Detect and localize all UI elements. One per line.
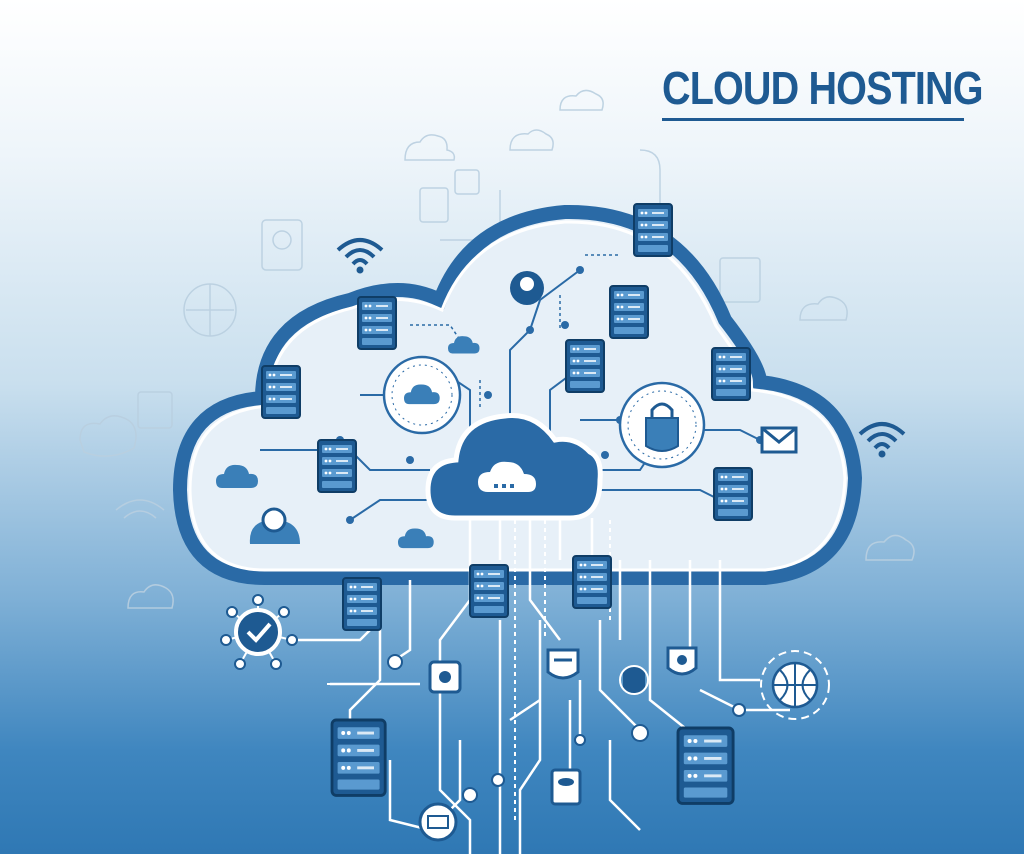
title-underline [662,118,964,121]
